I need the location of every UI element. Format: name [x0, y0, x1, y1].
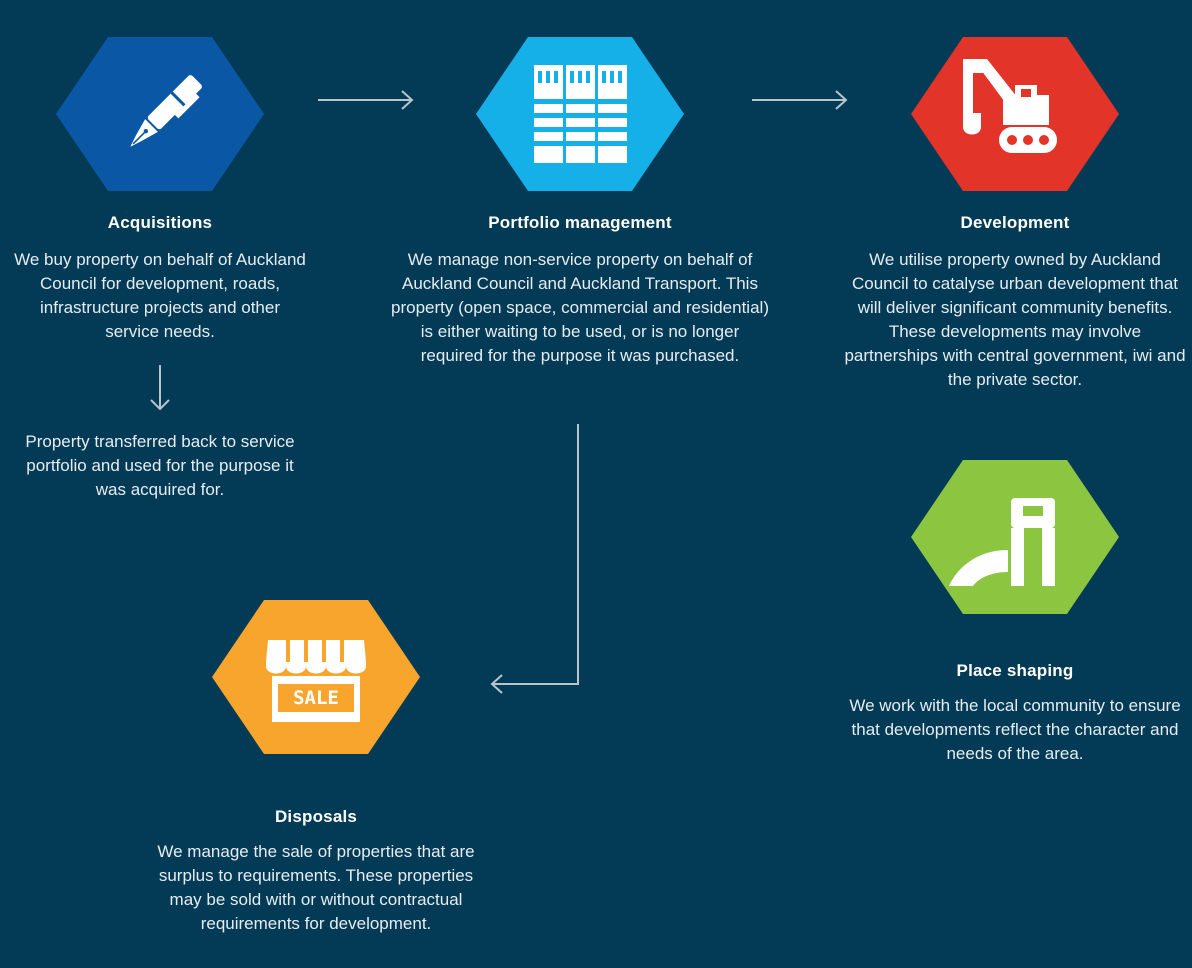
arrow-right-1: [318, 90, 414, 110]
acquisitions-description: We buy property on behalf of Auckland Co…: [14, 250, 306, 341]
development-description: We utilise property owned by Auckland Co…: [844, 250, 1186, 389]
excavator-icon: [963, 59, 1057, 153]
portfolio-title: Portfolio management: [488, 213, 672, 232]
place-shaping-description: We work with the local community to ensu…: [849, 696, 1181, 763]
disposals-title: Disposals: [274, 807, 358, 826]
place-shaping-hexagon: [911, 460, 1119, 614]
buildings-icon: [534, 65, 627, 163]
arrow-to-disposals: [490, 424, 579, 694]
disposals-hexagon: SALE: [212, 600, 420, 754]
development-title: Development: [960, 213, 1070, 232]
development-hexagon: [911, 37, 1119, 191]
acquisitions-hexagon: [56, 37, 264, 191]
place-shaping-title: Place shaping: [956, 661, 1074, 680]
arrow-right-2: [752, 90, 848, 110]
fountain-pen-icon: [130, 75, 202, 147]
arrow-down: [150, 365, 170, 411]
playground-slide-icon: [949, 498, 1055, 586]
disposals-description: We manage the sale of properties that ar…: [157, 842, 475, 933]
acquisitions-title: Acquisitions: [107, 213, 213, 232]
acquisitions-outcome-description: Property transferred back to service por…: [25, 432, 295, 499]
sale-shop-icon: SALE: [266, 640, 366, 722]
portfolio-description: We manage non-service property on behalf…: [391, 250, 769, 365]
portfolio-hexagon: [476, 37, 684, 191]
sale-label: SALE: [293, 687, 339, 709]
